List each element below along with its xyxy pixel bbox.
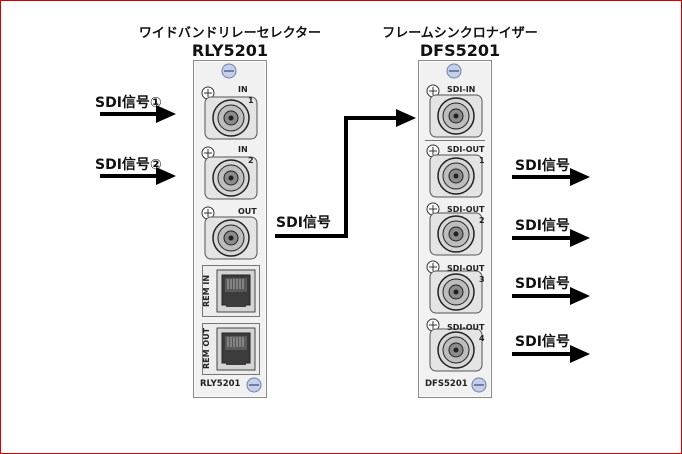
arrow-out3-icon [512, 287, 590, 305]
relay-title: ワイドバンドリレーセレクター RLY5201 [125, 22, 335, 60]
fs-out4-num: 4 [479, 334, 485, 343]
rj45-in-icon [216, 269, 256, 313]
fs-out3-label: SDI-OUT [447, 264, 485, 273]
screw-icon [471, 377, 487, 393]
relay-in1-num: 1 [248, 96, 254, 105]
fs-panel: SDI-IN SDI-OUT 1 SDI-OUT 2 SDI-OUT 3 [418, 60, 492, 398]
relay-in2-num: 2 [248, 156, 254, 165]
relay-subtitle: ワイドバンドリレーセレクター [138, 26, 322, 41]
arrow-input2-icon [100, 167, 176, 185]
relay-in2-label: IN [238, 145, 248, 154]
fs-sdi-in-label: SDI-IN [447, 85, 476, 94]
bnc-in2-icon [201, 146, 258, 200]
fs-title: フレームシンクロナイザー DFS5201 [360, 22, 560, 60]
screw-icon [221, 63, 237, 79]
fs-out2-label: SDI-OUT [447, 205, 485, 214]
relay-in1-label: IN [238, 85, 248, 94]
panel-divider [425, 140, 485, 141]
fs-footer-model: DFS5201 [425, 379, 468, 389]
bnc-sdi-out4-icon [426, 318, 483, 372]
fs-subtitle: フレームシンクロナイザー [382, 26, 538, 41]
signal-out1-label: SDI信号 [515, 158, 570, 174]
signal-input2-label: SDI信号② [95, 157, 162, 173]
bnc-sdi-out3-icon [426, 260, 483, 314]
relay-panel: IN 1 IN 2 OUT REM IN [193, 60, 267, 398]
screw-icon [246, 377, 262, 393]
bnc-sdi-in-icon [426, 84, 483, 138]
bnc-sdi-out1-icon [426, 144, 483, 198]
relay-model: RLY5201 [191, 41, 269, 60]
relay-out-label: OUT [238, 207, 257, 216]
arrow-input1-icon [100, 105, 176, 123]
relay-footer-model: RLY5201 [200, 379, 241, 389]
arrow-relay-to-fs-icon [275, 109, 416, 238]
fs-out1-num: 1 [479, 156, 485, 165]
bnc-sdi-out2-icon [426, 202, 483, 256]
fs-out3-num: 3 [479, 275, 485, 284]
arrow-out1-icon [512, 168, 590, 186]
fs-model: DFS5201 [419, 41, 501, 60]
signal-out2-label: SDI信号 [515, 218, 570, 234]
signal-input1-label: SDI信号① [95, 95, 162, 111]
signal-mid-label: SDI信号 [276, 215, 331, 231]
bnc-in1-icon [201, 86, 258, 140]
screw-icon [446, 63, 462, 79]
bnc-out-icon [201, 206, 258, 260]
fs-out4-label: SDI-OUT [447, 323, 485, 332]
arrow-out2-icon [512, 229, 590, 247]
signal-out3-label: SDI信号 [515, 276, 570, 292]
signal-out4-label: SDI信号 [515, 334, 570, 350]
rj45-out-icon [216, 327, 256, 371]
fs-out1-label: SDI-OUT [447, 145, 485, 154]
fs-out2-num: 2 [479, 216, 485, 225]
arrow-out4-icon [512, 345, 590, 363]
